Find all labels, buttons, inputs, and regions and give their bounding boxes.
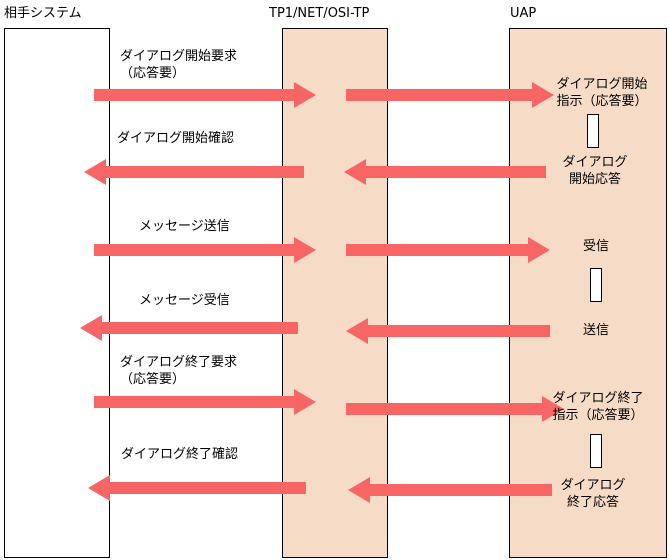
uap-activity-box-2 bbox=[590, 268, 602, 302]
uap-activity-box-3 bbox=[590, 434, 602, 468]
arrow-end-confirm-2 bbox=[348, 477, 552, 503]
arrow-send-2 bbox=[346, 237, 550, 263]
label-dialog-end-response: ダイアログ 終了応答 bbox=[560, 478, 626, 510]
label-dialog-start-request: ダイアログ開始要求 （応答要） bbox=[120, 49, 238, 81]
label-dialog-end-indication: ダイアログ終了 指示（応答要） bbox=[552, 391, 644, 423]
arrow-start-confirm-1 bbox=[84, 159, 304, 185]
label-uap-send: 送信 bbox=[583, 323, 610, 338]
arrow-receive-2 bbox=[346, 318, 550, 344]
label-dialog-end-confirm: ダイアログ終了確認 bbox=[121, 447, 239, 462]
arrow-end-request-2 bbox=[346, 396, 564, 422]
header-uap: UAP bbox=[510, 6, 537, 21]
label-dialog-start-confirm: ダイアログ開始確認 bbox=[117, 131, 235, 146]
arrow-receive-1 bbox=[80, 315, 298, 341]
arrow-start-confirm-2 bbox=[344, 159, 546, 185]
arrow-start-request-1 bbox=[94, 82, 316, 108]
label-dialog-end-request: ダイアログ終了要求 （応答要） bbox=[120, 355, 238, 387]
label-uap-receive: 受信 bbox=[583, 239, 610, 254]
partner-system-lane bbox=[4, 28, 110, 558]
uap-activity-box-1 bbox=[587, 114, 599, 148]
header-tp1-net-osi-tp: TP1/NET/OSI-TP bbox=[269, 6, 370, 21]
label-dialog-start-response: ダイアログ 開始応答 bbox=[562, 155, 628, 187]
arrow-start-request-2 bbox=[346, 82, 554, 108]
tp1-lane bbox=[282, 28, 388, 558]
arrow-send-1 bbox=[94, 237, 316, 263]
header-partner-system: 相手システム bbox=[4, 6, 82, 21]
label-message-receive: メッセージ受信 bbox=[139, 293, 230, 308]
arrow-end-request-1 bbox=[94, 389, 316, 415]
arrow-end-confirm-1 bbox=[88, 475, 306, 501]
label-message-send: メッセージ送信 bbox=[139, 219, 230, 234]
label-dialog-start-indication: ダイアログ開始 指示（応答要） bbox=[556, 77, 648, 109]
